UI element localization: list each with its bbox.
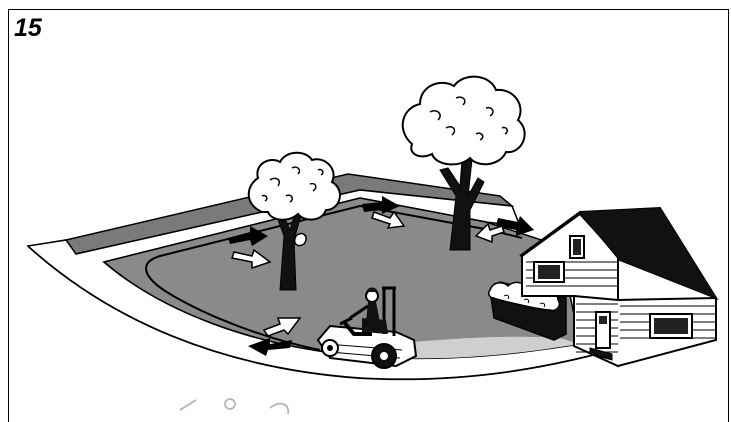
watermark-marks	[180, 399, 288, 414]
